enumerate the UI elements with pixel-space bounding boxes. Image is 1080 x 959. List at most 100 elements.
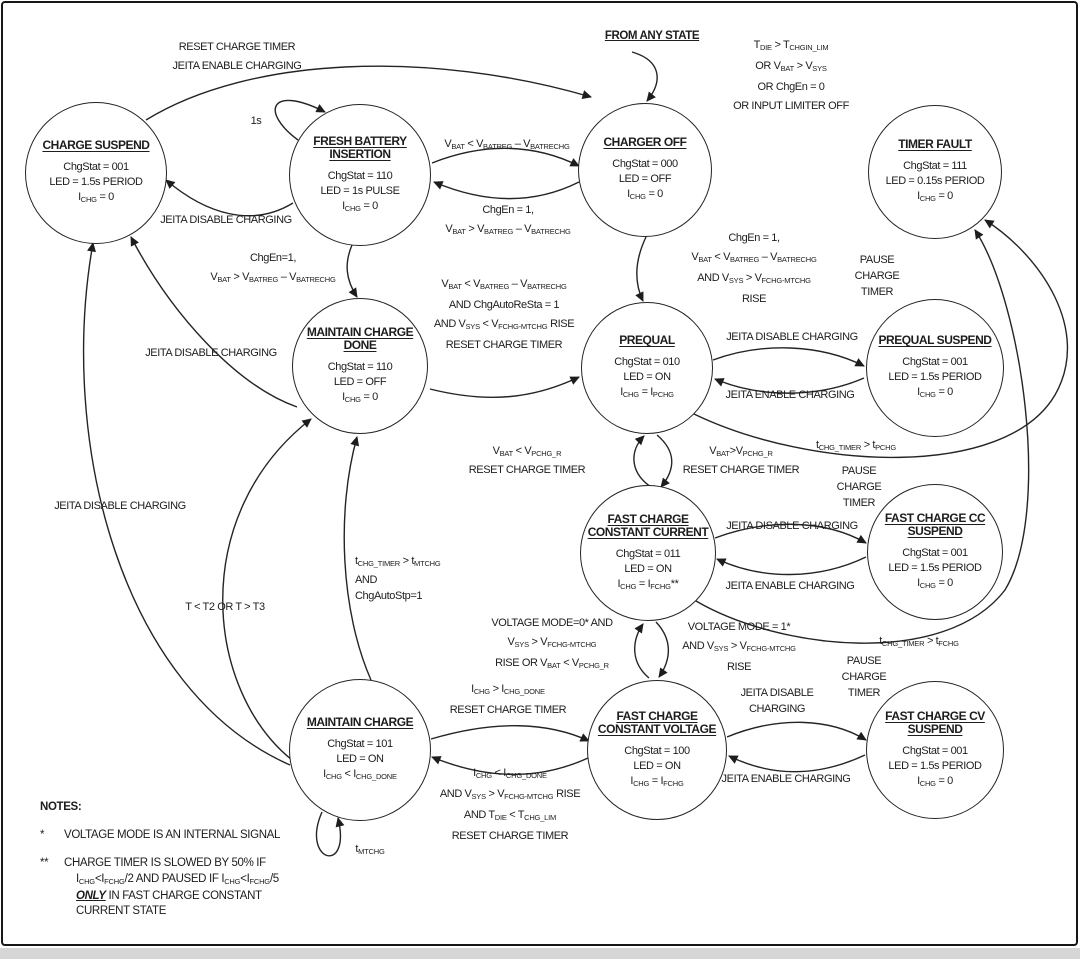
state-title: FRESH BATTERY INSERTION [313,133,407,161]
arrow-fresh-battery-self-loop-1s [274,99,326,141]
note-voltage-mode: * VOLTAGE MODE IS AN INTERNAL SIGNAL [40,828,280,843]
arrow-charge-suspend-to-charger-off [145,65,592,121]
arrow-fast-cv-to-maintain [431,756,589,776]
note-lead: CHARGE TIMER IS SLOWED BY 50% IF [64,857,266,869]
arrow-fast-cc-to-fast-cv [655,621,669,678]
note-text: CHARGE TIMER IS SLOWED BY 50% IF ICHG<IF… [64,856,279,919]
arrow-prequal-suspend-to-prequal [714,377,865,394]
state-title: FAST CHARGE CONSTANT CURRENT [587,511,709,539]
state-fast-charge-constant-current: FAST CHARGE CONSTANT CURRENT ChgStat = 0… [580,485,716,621]
note-charge-timer: ** CHARGE TIMER IS SLOWED BY 50% IF ICHG… [40,856,280,919]
state-title: FAST CHARGE CV SUSPEND [885,708,985,736]
label-cv-suspend-to-fast-cv: JEITA ENABLE CHARGING [721,773,851,785]
label-from-any-state: FROM ANY STATE [604,30,700,42]
state-title: MAINTAIN CHARGE [306,715,414,730]
bottom-gray-strip [0,948,1080,959]
notes-heading: NOTES: [40,801,82,813]
label-maintain-to-charge-suspend: JEITA DISABLE CHARGING [54,500,186,512]
label-fbi-to-maintain-done: ChgEn=1,VBAT > VBATREG – VBATRECHG [210,252,336,284]
arrow-prequal-to-timer-fault [693,219,1069,459]
label-fast-charge-timeout: tCHG_TIMER > tFCHG [879,635,959,648]
arrow-maintain-done-to-prequal [429,376,580,399]
arrow-fast-cc-to-cc-suspend [714,523,867,544]
note-marker: * [40,829,45,841]
label-maintain-self-loop: tMTCHG [355,843,385,856]
arrow-cc-suspend-to-fast-cc [716,556,867,576]
arrow-maintain-to-fast-cv [430,725,590,742]
arrow-maintain-done-to-charge-suspend [130,236,298,408]
label-prequal-to-prequal-suspend: JEITA DISABLE CHARGING [726,331,858,343]
state-title: CHARGE SUSPEND [42,138,150,153]
state-title: MAINTAIN CHARGE DONE [306,324,414,352]
arrow-fresh-battery-to-maintain-done [346,244,358,298]
label-prequal-suspend-to-prequal: JEITA ENABLE CHARGING [725,389,855,401]
state-title: TIMER FAULT [898,137,972,152]
label-off-to-fbi: ChgEn = 1,VBAT > VBATREG – VBATRECHG [445,204,571,236]
state-title: PREQUAL SUSPEND [878,333,992,348]
arrow-fast-cc-to-prequal [633,435,652,488]
arrow-charger-off-to-fresh-battery [433,181,580,200]
arrow-fast-charge-to-timer-fault [695,229,1030,644]
state-title: PREQUAL [619,333,675,348]
label-fbi-to-charge-suspend: JEITA DISABLE CHARGING [160,214,292,226]
notes-section: NOTES: * VOLTAGE MODE IS AN INTERNAL SIG… [40,800,280,932]
arrow-maintain-to-maintain-done-timer [343,436,372,681]
note-text: VOLTAGE MODE IS AN INTERNAL SIGNAL [64,829,281,841]
state-title: CHARGER OFF [603,135,687,150]
arrow-cv-suspend-to-fast-cv [728,754,866,773]
state-fast-charge-constant-voltage: FAST CHARGE CONSTANT VOLTAGE ChgStat = 1… [587,680,727,820]
arrow-fast-cv-to-cv-suspend [726,721,867,741]
note-marker: ** [40,857,49,869]
arrow-charger-off-to-prequal [635,236,647,302]
arrow-prequal-to-prequal-suspend [712,347,865,367]
state-title: FAST CHARGE CC SUSPEND [884,510,986,538]
arrow-fast-cv-to-fast-cc [634,623,650,679]
arrow-fresh-battery-to-charger-off [431,147,580,167]
label-maintain-done-to-charge-suspend: JEITA DISABLE CHARGING [145,347,277,359]
arrow-maintain-to-maintain-done-temp [222,418,312,761]
label-temperature-window: T < T2 OR T > T3 [185,601,265,613]
state-title: FAST CHARGE CONSTANT VOLTAGE [597,708,717,736]
label-fbi-to-off: VBAT < VBATREG – VBATRECHG [444,138,570,151]
